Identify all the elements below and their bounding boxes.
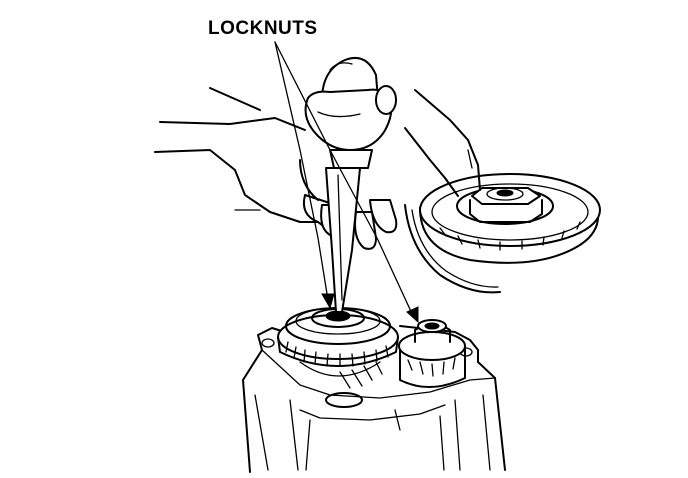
- transmission-case: [242, 325, 506, 473]
- leader-lines: [274, 41, 419, 324]
- right-hand: [404, 89, 481, 197]
- hammer: [304, 56, 397, 169]
- punch: [325, 167, 361, 313]
- countershaft-locknut: [398, 319, 466, 389]
- mainshaft-gear-assembly: [277, 307, 399, 389]
- locknuts-callout-label: LOCKNUTS: [208, 18, 318, 39]
- detail-locknut-inset: [404, 173, 601, 294]
